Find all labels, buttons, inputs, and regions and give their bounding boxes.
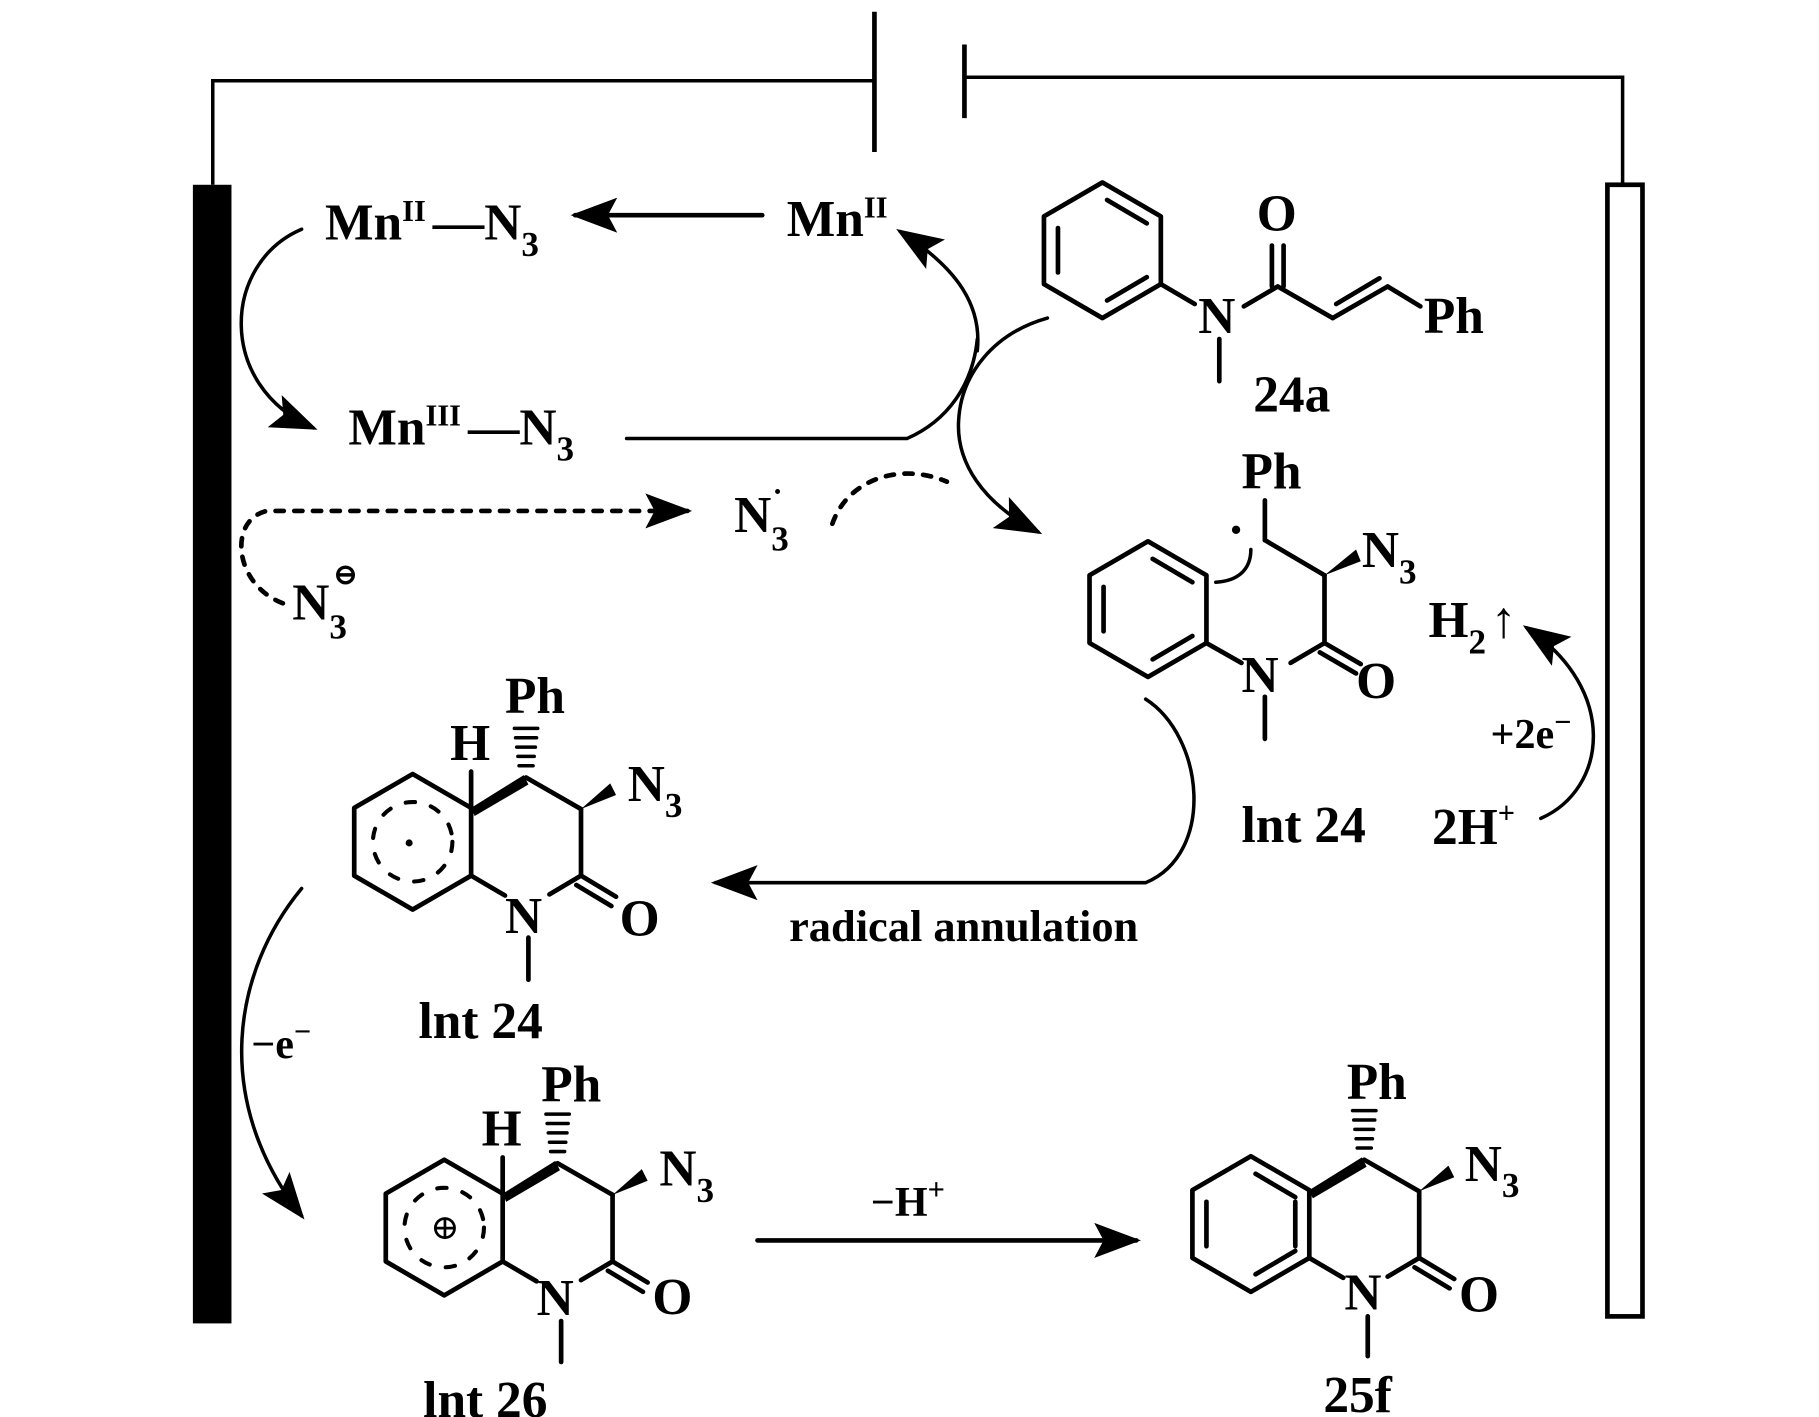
h2-label: H2↑ (1429, 592, 1517, 661)
hashed-wedge (512, 726, 540, 768)
hashed-wedge (1350, 1108, 1378, 1150)
atom-Ph: Ph (505, 668, 565, 725)
anode-electrode (192, 184, 232, 1324)
atom-N: N (505, 888, 542, 945)
power-source (211, 11, 1625, 185)
cathodic-reduction-arrow (1522, 625, 1595, 821)
product-25f: Ph N3 O N 25f (1190, 1054, 1520, 1417)
cathode-electrode (1605, 182, 1645, 1319)
mn3-n3-label: MnIII—N3 (348, 399, 574, 469)
radical-dot: · (1227, 502, 1244, 559)
cathode-wire (964, 75, 1625, 185)
compound-24a: N O Ph 24a (1041, 180, 1484, 424)
compound-label: 24a (1253, 367, 1330, 424)
atom-N3: N3 (628, 756, 683, 825)
atom-N: N (1198, 288, 1235, 345)
plus-2e-label: +2e− (1491, 705, 1572, 758)
mn3-transfer-line (624, 337, 980, 441)
compound-label: lnt 26 (423, 1372, 547, 1417)
minus-h-label: −H+ (871, 1172, 945, 1225)
compound-label: lnt 24 (419, 993, 543, 1050)
azide-radical-label: N3· (734, 475, 789, 559)
anodic-oxidation-arrow (239, 227, 318, 430)
int24-cyclized: H Ph N3 O N lnt 24 (351, 668, 683, 1050)
cyclization-half-arrow (1214, 547, 1253, 584)
int26: ⊕ H Ph N3 O N lnt 26 (383, 1056, 714, 1417)
hashed-wedge (544, 1112, 572, 1154)
minus-e-label: −e− (251, 1015, 311, 1068)
mn2-label: MnII (787, 191, 888, 249)
atom-O: O (620, 890, 660, 947)
atom-N: N (1344, 1264, 1381, 1321)
atom-Ph: Ph (1242, 444, 1302, 501)
radical-annulation-arrow (710, 697, 1196, 901)
atom-O: O (1257, 185, 1297, 242)
mn2-n3-label: MnII—N3 (325, 194, 539, 264)
azide-anion-label: N3⊖ (292, 558, 358, 647)
second-oxidation-arrow (239, 886, 305, 1220)
compound-label: lnt 24 (1242, 797, 1366, 854)
atom-N: N (537, 1270, 574, 1327)
atom-Ph: Ph (541, 1056, 601, 1113)
azide-oxidation-dotted-arrow (239, 493, 693, 606)
atom-N: N (1242, 647, 1279, 704)
atom-H: H (482, 1101, 522, 1158)
atom-N3: N3 (659, 1140, 714, 1209)
substrate-addition-arrow (956, 316, 1050, 535)
atom-N3: N3 (1465, 1136, 1520, 1205)
atom-Ph: Ph (1424, 288, 1484, 345)
protons-label: 2H+ (1432, 796, 1515, 856)
atom-N3: N3 (1362, 522, 1417, 591)
anode-wire (211, 78, 875, 185)
azide-radical-addition-dotted (830, 471, 950, 527)
atom-H: H (450, 715, 490, 772)
cation-charge: ⊕ (430, 1208, 459, 1247)
atom-O: O (652, 1269, 692, 1326)
int24-radical: N O N3 Ph · lnt 24 (1087, 444, 1417, 854)
compound-label: 25f (1323, 1367, 1392, 1417)
atom-O: O (1356, 653, 1396, 710)
radical-annulation-label: radical annulation (789, 901, 1138, 951)
atom-O: O (1459, 1267, 1499, 1324)
atom-Ph: Ph (1347, 1054, 1407, 1111)
regeneration-arrow-mn2 (896, 229, 980, 353)
